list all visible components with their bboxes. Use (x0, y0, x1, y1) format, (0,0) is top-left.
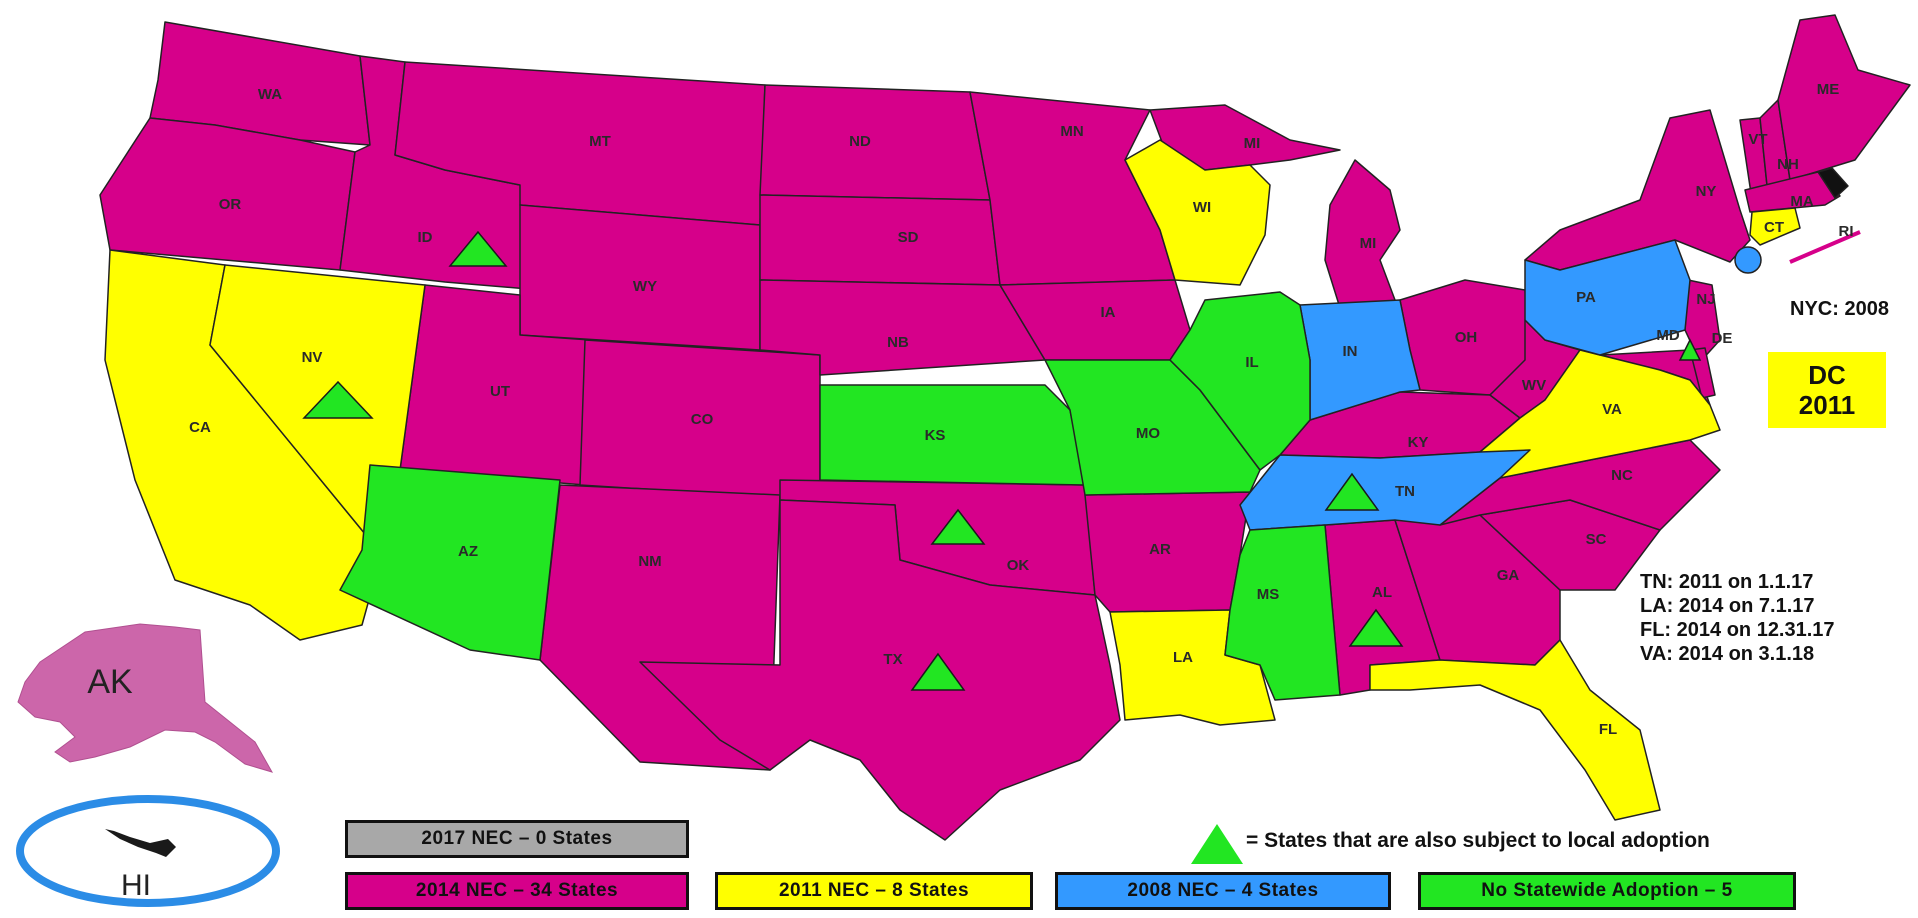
state-ri[interactable] (1817, 167, 1849, 199)
note-va: VA: 2014 on 3.1.18 (1640, 643, 1814, 665)
state-va[interactable] (1479, 349, 1721, 479)
legend-local-adoption-triangle (1191, 824, 1243, 864)
state-ct[interactable] (1749, 207, 1801, 246)
label-il: IL (1245, 354, 1258, 371)
state-sd[interactable] (759, 194, 1001, 286)
legend-local-adoption-text: = States that are also subject to local … (1246, 829, 1710, 852)
legend-2011-nec: 2011 NEC – 8 States (715, 872, 1033, 910)
label-az: AZ (458, 543, 478, 560)
local-adoption-triangle-id (448, 230, 508, 267)
label-wy: WY (633, 278, 657, 295)
label-ga: GA (1497, 567, 1520, 584)
label-ky: KY (1408, 434, 1429, 451)
state-nd[interactable] (759, 84, 991, 201)
state-fl[interactable] (1369, 639, 1661, 821)
nyc-marker (1734, 246, 1762, 274)
label-mi-up: MI (1244, 135, 1261, 152)
label-ct: CT (1764, 219, 1784, 236)
local-adoption-triangle-tx (910, 652, 966, 691)
label-ok: OK (1007, 557, 1030, 574)
label-mo: MO (1136, 425, 1160, 442)
label-nj: NJ (1696, 291, 1715, 308)
hawaii-ring (16, 795, 280, 907)
label-ne: NB (887, 334, 909, 351)
label-sd: SD (898, 229, 919, 246)
label-al: AL (1372, 584, 1392, 601)
label-tx: TX (883, 651, 902, 668)
state-ks[interactable] (819, 384, 1086, 486)
label-nv: NV (302, 349, 323, 366)
dc-box: DC 2011 (1768, 352, 1886, 428)
label-nh: NH (1777, 156, 1799, 173)
label-wa: WA (258, 86, 282, 103)
label-wv: WV (1522, 377, 1546, 394)
label-id: ID (418, 229, 433, 246)
label-oh: OH (1455, 329, 1478, 346)
label-co: CO (691, 411, 714, 428)
label-wi: WI (1193, 199, 1211, 216)
legend-2017-nec: 2017 NEC – 0 States (345, 820, 689, 858)
label-hi: HI (121, 869, 151, 902)
state-tx[interactable] (639, 499, 1121, 841)
state-ak[interactable] (17, 623, 274, 773)
label-or: OR (219, 196, 242, 213)
hawaii-inset: HI (16, 795, 280, 907)
alaska-inset: AK (17, 623, 274, 773)
label-fl: FL (1599, 721, 1617, 738)
local-adoption-triangle-ok (930, 508, 986, 545)
label-ar: AR (1149, 541, 1171, 558)
label-in: IN (1343, 343, 1358, 360)
label-ms: MS (1257, 586, 1280, 603)
label-pa: PA (1576, 289, 1596, 306)
label-ak: AK (87, 663, 133, 701)
state-hi[interactable] (105, 829, 176, 857)
ri-pointer-line (1789, 230, 1861, 264)
state-az[interactable] (339, 464, 561, 661)
dc-label: DC (1808, 360, 1846, 390)
label-me: ME (1817, 81, 1840, 98)
label-ca: CA (189, 419, 211, 436)
note-tn: TN: 2011 on 1.1.17 (1640, 571, 1813, 593)
label-md: MD (1656, 327, 1679, 344)
local-adoption-triangle-nv (302, 380, 374, 419)
label-ia: IA (1101, 304, 1116, 321)
label-mt: MT (589, 133, 611, 150)
dc-year: 2011 (1798, 390, 1856, 420)
label-mn: MN (1060, 123, 1083, 140)
label-nc: NC (1611, 467, 1633, 484)
label-tn: TN (1395, 483, 1415, 500)
label-nd: ND (849, 133, 871, 150)
label-nm: NM (638, 553, 661, 570)
local-adoption-triangle-tn (1324, 472, 1380, 511)
label-ks: KS (925, 427, 946, 444)
label-sc: SC (1586, 531, 1607, 548)
nyc-annotation: NYC: 2008 (1790, 298, 1889, 320)
note-fl: FL: 2014 on 12.31.17 (1640, 619, 1835, 641)
state-pa[interactable] (1524, 239, 1691, 356)
label-de: DE (1712, 330, 1733, 347)
label-mi: MI (1360, 235, 1377, 252)
legend-2008-nec: 2008 NEC – 4 States (1055, 872, 1391, 910)
legend-no-statewide: No Statewide Adoption – 5 (1418, 872, 1796, 910)
label-vt: VT (1748, 131, 1767, 148)
label-la: LA (1173, 649, 1193, 666)
state-ma[interactable] (1744, 171, 1841, 213)
label-ma: MA (1790, 193, 1813, 210)
state-ms[interactable] (1224, 524, 1341, 701)
local-adoption-triangle-al (1348, 608, 1404, 647)
local-adoption-triangle-md (1678, 338, 1702, 361)
label-ri: RI (1839, 223, 1854, 240)
label-ut: UT (490, 383, 510, 400)
label-va: VA (1602, 401, 1622, 418)
note-la: LA: 2014 on 7.1.17 (1640, 595, 1815, 617)
label-ny: NY (1696, 183, 1717, 200)
legend-2014-nec: 2014 NEC – 34 States (345, 872, 689, 910)
state-il[interactable] (1169, 291, 1311, 471)
state-wi[interactable] (1124, 139, 1271, 286)
